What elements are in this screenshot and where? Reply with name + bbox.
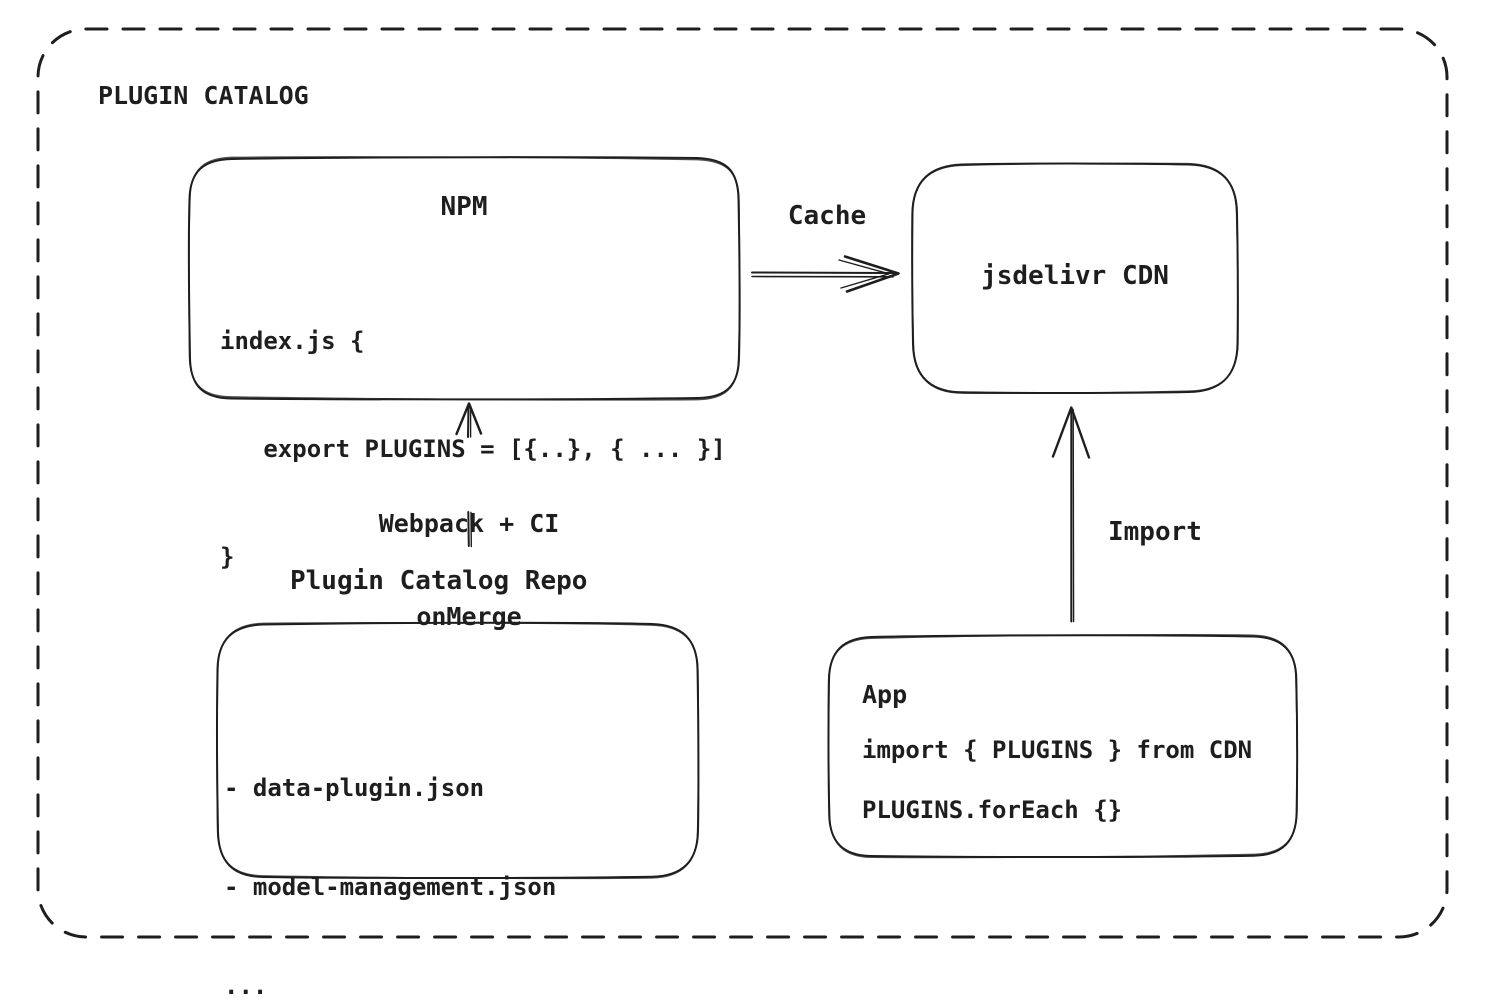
build-edge-label-line2: onMerge [416, 602, 522, 631]
import-edge-label: Import [1108, 517, 1202, 547]
cache-edge-label: Cache [787, 201, 867, 231]
app-box-sketch-pass [827, 634, 1298, 859]
app-node-title: App [862, 680, 908, 709]
repo-node-label: Plugin Catalog Repo [290, 566, 588, 596]
build-edge-label-line1: Webpack + CI [378, 509, 560, 538]
cdn-node-title: jsdelivr CDN [981, 261, 1169, 291]
repo-file-item: - model-management.json [224, 873, 557, 901]
repo-file-item: - data-plugin.json [224, 774, 485, 802]
npm-code-line: index.js { [220, 327, 365, 355]
npm-node-code: index.js { export PLUGINS = [{..}, { ...… [220, 251, 726, 647]
frame-title: PLUGIN CATALOG [98, 81, 309, 110]
repo-box-sketch-pass [216, 621, 700, 880]
cdn-box-sketch-pass [911, 162, 1239, 395]
npm-box-sketch-pass [188, 156, 741, 401]
npm-node-title: NPM [440, 192, 488, 222]
repo-file-item: ... [224, 972, 268, 1000]
plugin-catalog-frame [36, 27, 1449, 939]
build-arrow [455, 402, 483, 548]
build-edge-label: Webpack + CI onMerge [369, 446, 569, 694]
cache-arrow [751, 255, 900, 293]
npm-code-line: } [220, 543, 235, 571]
app-code-line: PLUGINS.forEach {} [862, 796, 1123, 824]
npm-code-line: export PLUGINS = [{..}, { ... }] [220, 435, 726, 463]
app-code-line: import { PLUGINS } from CDN [862, 736, 1253, 764]
repo-node-files: - data-plugin.json - model-management.js… [224, 706, 556, 1002]
import-arrow [1051, 406, 1091, 623]
